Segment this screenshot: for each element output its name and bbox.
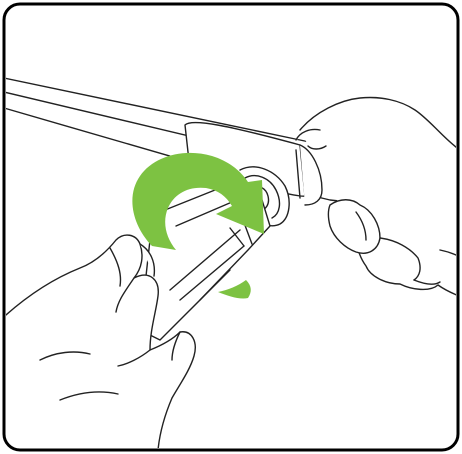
right-hand (295, 96, 456, 301)
left-hand (6, 234, 196, 448)
clockwise-rotate-arrow-icon (132, 152, 264, 299)
